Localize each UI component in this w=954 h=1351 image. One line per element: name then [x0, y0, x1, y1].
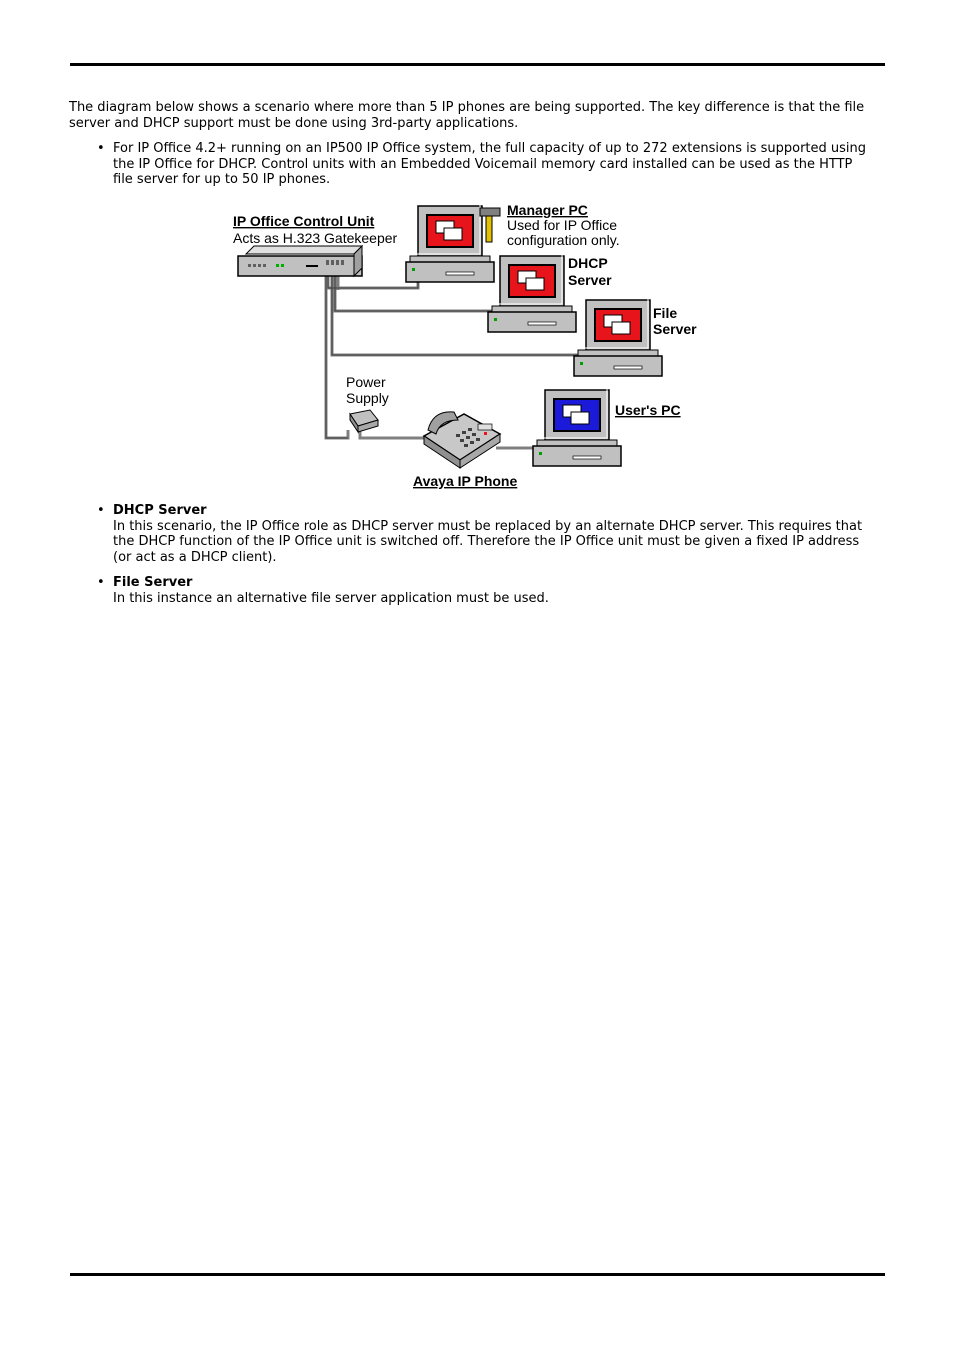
manager-pc-line2: configuration only.	[507, 232, 620, 248]
users-pc-label: User's PC	[615, 402, 681, 418]
hammer-icon	[479, 207, 501, 243]
dhcp-server-icon	[487, 253, 577, 333]
phone-icon	[422, 411, 502, 469]
list-item: File Server In this instance an alternat…	[95, 575, 870, 606]
control-unit-icon	[237, 244, 364, 278]
manager-pc-title: Manager PC	[507, 202, 588, 218]
network-diagram: IP Office Control Unit Acts as H.323 Gat…	[228, 198, 708, 492]
file-server-icon	[573, 297, 663, 377]
footer-rule	[70, 1273, 885, 1276]
users-pc-icon	[532, 387, 622, 467]
component-list: DHCP Server In this scenario, the IP Off…	[95, 503, 870, 617]
file-server-line2: Server	[653, 321, 697, 337]
manager-pc-line1: Used for IP Office	[507, 217, 617, 233]
power-supply-icon	[349, 409, 379, 434]
intro-paragraph: The diagram below shows a scenario where…	[69, 100, 865, 131]
header-rule	[70, 63, 885, 66]
dhcp-server-line1: DHCP	[568, 255, 608, 271]
item-body: In this scenario, the IP Office role as …	[113, 518, 863, 565]
dhcp-server-line2: Server	[568, 272, 612, 288]
item-title: File Server	[113, 575, 193, 591]
file-server-line1: File	[653, 305, 677, 321]
note-list: For IP Office 4.2+ running on an IP500 I…	[95, 141, 870, 188]
item-title: DHCP Server	[113, 503, 207, 518]
power-supply-line1: Power	[346, 374, 386, 390]
item-body: In this instance an alternative file ser…	[113, 590, 549, 606]
phone-label: Avaya IP Phone	[413, 473, 517, 489]
control-unit-title: IP Office Control Unit	[233, 213, 375, 229]
note-bullet: For IP Office 4.2+ running on an IP500 I…	[95, 141, 870, 188]
power-supply-line2: Supply	[346, 390, 389, 406]
list-item: DHCP Server In this scenario, the IP Off…	[95, 503, 870, 565]
control-unit-subtitle: Acts as H.323 Gatekeeper	[233, 230, 398, 246]
